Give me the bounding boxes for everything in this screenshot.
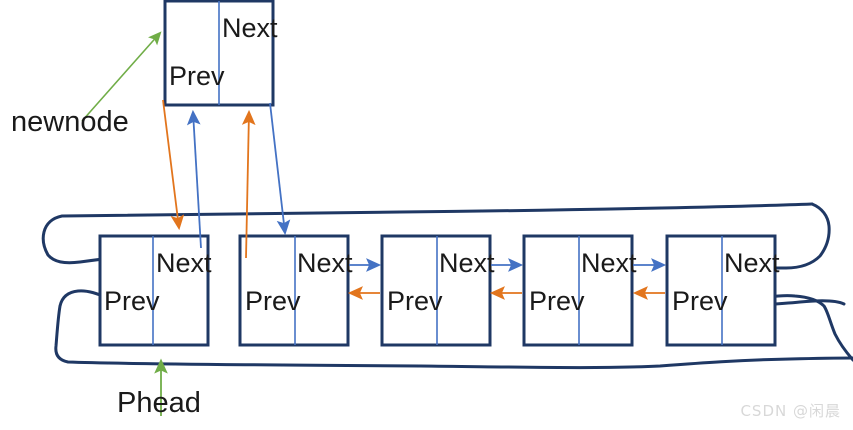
newnode-link-arrows <box>162 99 291 259</box>
node-3-prev-text: Prev <box>529 286 585 316</box>
arrow-node1-prev-to-newnode <box>241 109 256 259</box>
node-0-next-text: Next <box>156 248 212 278</box>
loop-bottom-line <box>54 289 853 370</box>
node-4-next-text: Next <box>724 248 780 278</box>
phead-label: Phead <box>117 387 201 419</box>
list-node-4: Prev Next <box>665 234 780 347</box>
loop-top-line <box>41 202 814 265</box>
newnode-box: Prev Next <box>163 0 278 107</box>
newnode-label: newnode <box>11 106 129 138</box>
node-2-prev-text: Prev <box>387 286 443 316</box>
circular-loop-wire <box>41 202 853 370</box>
node-1-next-text: Next <box>297 248 353 278</box>
list-node-1: Prev Next <box>238 234 353 347</box>
newnode-prev-text: Prev <box>169 61 225 91</box>
loop-right-lower <box>766 294 853 362</box>
arrow-newnode-next-to-node1 <box>269 102 291 236</box>
node-0-prev-text: Prev <box>104 286 160 316</box>
list-node-2: Prev Next <box>380 234 495 347</box>
list-node-3: Prev Next <box>522 234 637 347</box>
node-1-prev-text: Prev <box>245 286 301 316</box>
newnode-pointer-arrow <box>81 31 162 122</box>
loop-right-upper <box>760 202 831 270</box>
inter-node-arrows <box>347 258 667 300</box>
node-2-next-text: Next <box>439 248 495 278</box>
list-node-0: Prev Next <box>98 234 212 347</box>
arrow-newnode-prev-to-head <box>162 99 185 231</box>
node-3-next-text: Next <box>581 248 637 278</box>
arrow-head-next-to-newnode <box>186 109 202 249</box>
csdn-watermark: CSDN @闲晨 <box>740 402 841 420</box>
newnode-next-text: Next <box>222 13 278 43</box>
node-4-prev-text: Prev <box>672 286 728 316</box>
pointer-label-arrows <box>81 31 168 416</box>
